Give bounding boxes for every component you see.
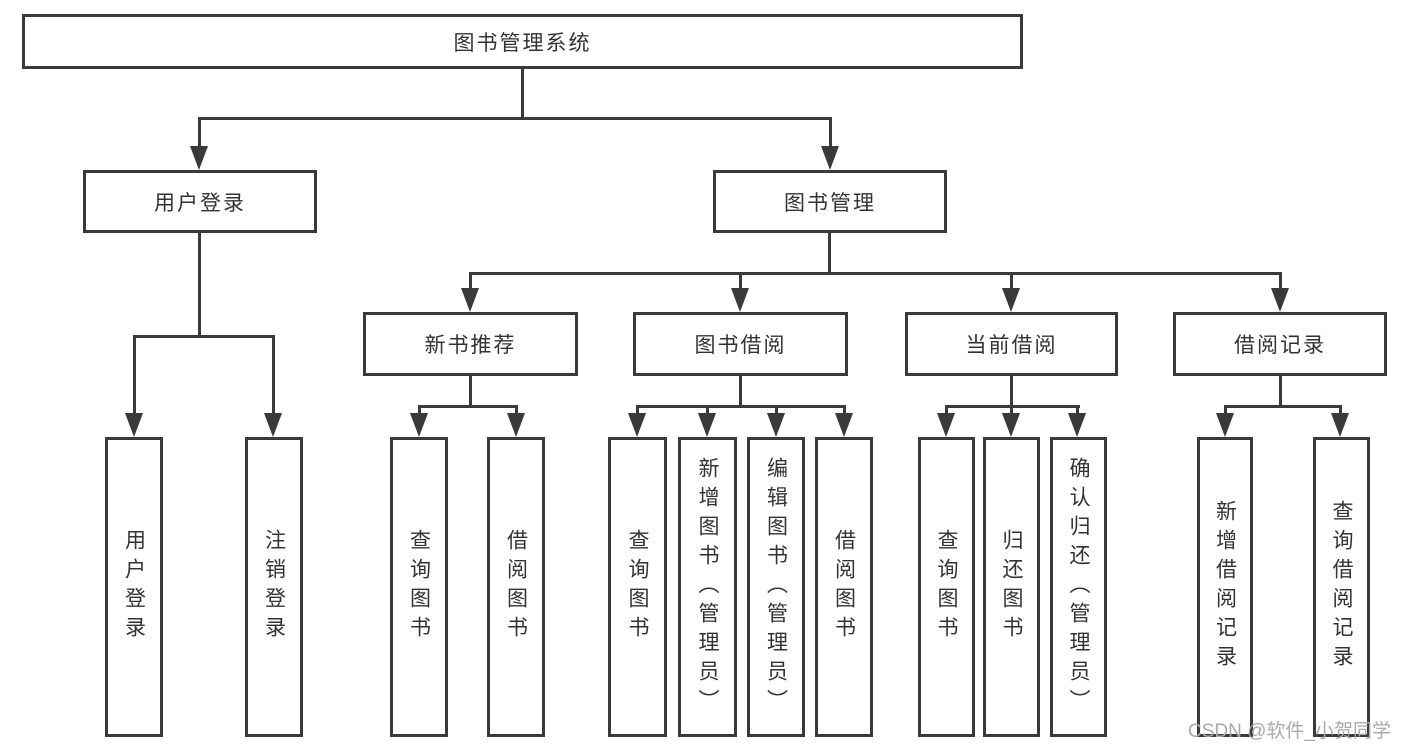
leaf-records-add-record: 新增借阅记录: [1197, 437, 1253, 737]
leaf-logout: 注销登录: [245, 437, 303, 737]
connector-line: [1010, 272, 1013, 292]
connector-line: [636, 405, 846, 408]
connector-line: [706, 405, 709, 417]
leaf-label: 查询图书: [626, 529, 649, 645]
connector-line: [636, 405, 639, 417]
leaf-label: 用户登录: [122, 529, 146, 645]
csdn-watermark: CSDN @软件_小贺同学: [1188, 721, 1391, 742]
leaf-borrowing-borrow-books: 借阅图书: [815, 437, 873, 737]
connector-line: [198, 117, 201, 150]
connector-line: [828, 233, 831, 274]
arrow-down-icon: [1068, 413, 1086, 437]
leaf-label: 新增图书（管理员）: [696, 456, 719, 718]
arrow-down-icon: [507, 413, 525, 437]
arrow-down-icon: [698, 413, 716, 437]
arrow-down-icon: [937, 413, 955, 437]
leaf-label: 查询图书: [407, 529, 431, 645]
connector-line: [843, 405, 846, 417]
connector-line: [1224, 405, 1342, 408]
connector-line: [133, 335, 136, 417]
node-user-login: 用户登录: [83, 170, 317, 233]
leaf-label: 新增借阅记录: [1213, 500, 1237, 674]
arrow-down-icon: [1331, 413, 1349, 437]
connector-line: [945, 405, 948, 417]
node-new-book-recommendation: 新书推荐: [363, 312, 578, 376]
leaf-label: 确认归还（管理员）: [1067, 456, 1090, 718]
leaf-label: 注销登录: [262, 529, 286, 645]
connector-line: [1339, 405, 1342, 417]
node-book-borrowing: 图书借阅: [633, 312, 848, 376]
arrow-down-icon: [264, 413, 282, 437]
leaf-label: 借阅图书: [504, 529, 528, 645]
connector-line: [1279, 272, 1282, 292]
arrow-down-icon: [125, 413, 143, 437]
leaf-label: 归还图书: [1000, 529, 1023, 645]
leaf-borrowing-query-books: 查询图书: [608, 437, 667, 737]
connector-line: [1076, 405, 1079, 417]
leaf-label: 编辑图书（管理员）: [764, 456, 788, 718]
arrow-down-icon: [821, 146, 839, 170]
arrow-down-icon: [1002, 413, 1020, 437]
node-book-management: 图书管理: [713, 170, 947, 233]
leaf-newbook-borrow-books: 借阅图书: [487, 437, 545, 737]
connector-line: [418, 405, 421, 417]
arrow-down-icon: [1002, 288, 1020, 312]
connector-line: [739, 376, 742, 407]
arrow-down-icon: [767, 413, 785, 437]
leaf-borrowing-edit-books-admin: 编辑图书（管理员）: [747, 437, 805, 737]
arrow-down-icon: [461, 288, 479, 312]
arrow-down-icon: [190, 146, 208, 170]
connector-line: [739, 272, 742, 292]
connector-line: [515, 405, 518, 417]
leaf-label: 查询图书: [935, 529, 958, 645]
node-library-management-system: 图书管理系统: [22, 14, 1023, 69]
leaf-borrowing-add-books-admin: 新增图书（管理员）: [678, 437, 737, 737]
connector-line: [469, 272, 472, 292]
arrow-down-icon: [410, 413, 428, 437]
leaf-newbook-query-books: 查询图书: [390, 437, 448, 737]
arrow-down-icon: [731, 288, 749, 312]
connector-line: [418, 405, 518, 408]
arrow-down-icon: [835, 413, 853, 437]
leaf-label: 借阅图书: [832, 529, 856, 645]
connector-line: [1010, 405, 1013, 417]
connector-line: [775, 405, 778, 417]
leaf-current-query-books: 查询图书: [918, 437, 975, 737]
connector-line: [469, 272, 1282, 275]
leaf-user-login: 用户登录: [105, 437, 163, 737]
connector-line: [1224, 405, 1227, 417]
arrow-down-icon: [1271, 288, 1289, 312]
leaf-records-query-record: 查询借阅记录: [1313, 437, 1370, 737]
node-borrowing-records: 借阅记录: [1173, 312, 1387, 376]
leaf-label: 查询借阅记录: [1330, 500, 1353, 674]
connector-line: [198, 233, 201, 337]
node-current-borrowing: 当前借阅: [905, 312, 1118, 376]
connector-line: [198, 117, 832, 120]
leaf-current-return-books: 归还图书: [983, 437, 1040, 737]
connector-line: [521, 69, 524, 117]
connector-line: [133, 335, 275, 338]
connector-line: [829, 117, 832, 150]
connector-line: [1279, 376, 1282, 407]
arrow-down-icon: [1216, 413, 1234, 437]
connector-line: [1010, 376, 1013, 407]
connector-line: [469, 376, 472, 407]
leaf-current-confirm-return-admin: 确认归还（管理员）: [1050, 437, 1107, 737]
arrow-down-icon: [628, 413, 646, 437]
connector-line: [272, 335, 275, 417]
